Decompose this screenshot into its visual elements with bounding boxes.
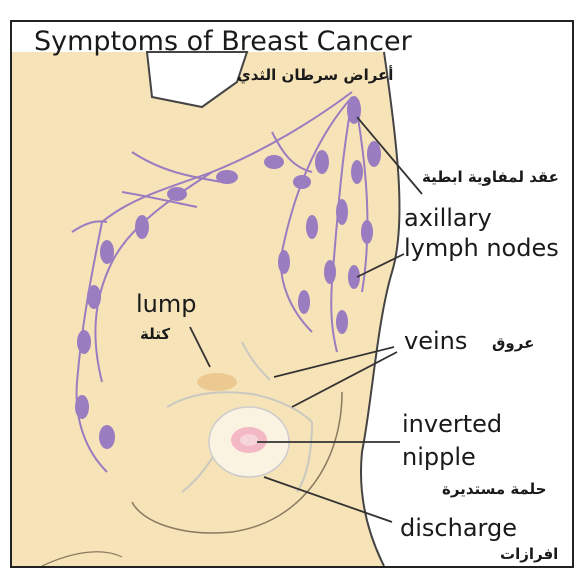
lymph-node <box>87 285 101 309</box>
lymph-node <box>324 260 336 284</box>
lymph-node <box>315 150 329 174</box>
veins-label-arabic: عروق <box>492 334 534 352</box>
lump <box>197 373 237 391</box>
title-arabic: أعراض سرطان الثدي <box>237 66 393 84</box>
lymph-node <box>216 170 238 184</box>
lymph-node <box>306 215 318 239</box>
nipple-label-arabic: حلمة مستديرة <box>442 480 546 498</box>
nipple-label-2: nipple <box>402 443 476 471</box>
lymph-node <box>293 175 311 189</box>
lymph-node <box>100 240 114 264</box>
lymph-node <box>264 155 284 169</box>
lymph-node <box>336 199 348 225</box>
lymph-label-arabic: عقد لمفاوية ابطية <box>422 168 559 186</box>
lymph-node <box>336 310 348 334</box>
diagram-frame: Symptoms of Breast Cancer أعراض سرطان ال… <box>10 20 574 568</box>
lymph-node <box>135 215 149 239</box>
lymph-node <box>75 395 89 419</box>
lymph-label-1: axillary <box>404 204 492 232</box>
lump-label: lump <box>136 290 197 318</box>
nipple-center <box>240 434 258 446</box>
body-skin <box>12 52 400 566</box>
lymph-node <box>367 141 381 167</box>
lymph-node <box>298 290 310 314</box>
discharge-label: discharge <box>400 514 517 542</box>
lump-label-arabic: كتلة <box>140 325 170 343</box>
page-title: Symptoms of Breast Cancer <box>34 26 412 57</box>
lymph-node <box>167 187 187 201</box>
lymph-node <box>77 330 91 354</box>
lymph-node <box>361 220 373 244</box>
nipple-label-1: inverted <box>402 410 502 438</box>
lymph-label-2: lymph nodes <box>404 234 559 262</box>
lymph-node <box>99 425 115 449</box>
lymph-node <box>351 160 363 184</box>
veins-label: veins <box>404 327 467 355</box>
discharge-label-arabic: افرازات <box>500 545 558 563</box>
lymph-node <box>278 250 290 274</box>
